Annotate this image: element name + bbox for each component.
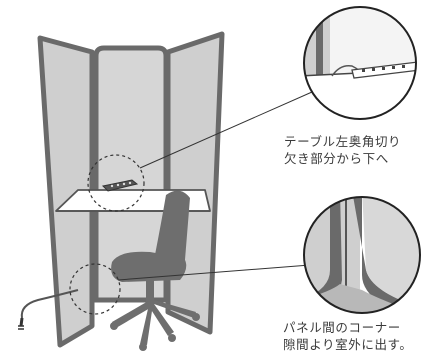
back-panel bbox=[93, 45, 169, 303]
highlight-desk-corner bbox=[87, 154, 145, 212]
highlight-panel-gap bbox=[69, 263, 121, 315]
caption-desk-corner-line1: テーブル左奥角切り bbox=[284, 134, 402, 149]
zoom-desk-corner bbox=[303, 6, 417, 120]
caption-panel-gap: パネル間のコーナー 隙間より室外に出す。 bbox=[283, 319, 413, 353]
right-panel bbox=[165, 31, 225, 335]
power-strip bbox=[101, 179, 139, 192]
caption-desk-corner: テーブル左奥角切り 欠き部分から下へ bbox=[284, 133, 401, 167]
office-chair bbox=[110, 190, 200, 351]
caption-panel-gap-line2: 隙間より室外に出す。 bbox=[283, 337, 413, 352]
caption-panel-gap-line1: パネル間のコーナー bbox=[283, 320, 401, 335]
leader-lines bbox=[117, 91, 313, 281]
caption-desk-corner-line2: 欠き部分から下へ bbox=[284, 151, 389, 166]
left-panel bbox=[37, 35, 95, 348]
zoom-panel-gap bbox=[303, 196, 421, 314]
floor-cable bbox=[18, 289, 79, 330]
